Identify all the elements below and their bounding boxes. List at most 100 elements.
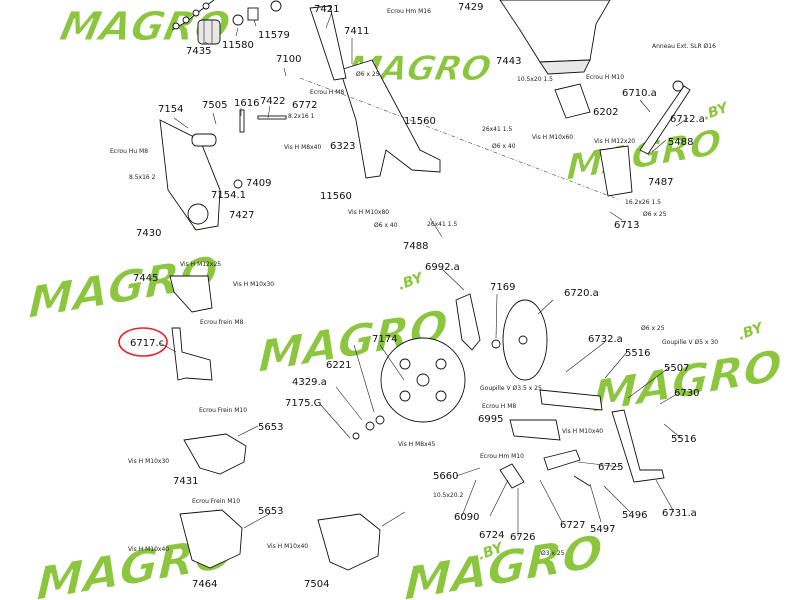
bracket-6202-part [554, 83, 591, 119]
parts-drawings [159, 0, 691, 571]
watermark-suffix: .BY [736, 319, 767, 343]
part-label: 6710.a [622, 88, 657, 99]
ring-part [672, 80, 684, 92]
lever-hub-part [187, 203, 209, 225]
watermark-suffix-text: .BY [736, 319, 767, 343]
part-label: 7431 [173, 476, 198, 487]
part-label: 7430 [136, 228, 161, 239]
magro-watermark-logo: MAGRO [565, 120, 722, 189]
part-label: Ecrou H M8 [310, 89, 344, 96]
highlighted-part-label: 6717.c [130, 338, 164, 349]
part-label: 16.2x26 1.5 [625, 199, 661, 206]
part-label: 5496 [622, 510, 647, 521]
watermark-suffix-text: .BY [701, 99, 732, 123]
part-label: 7154 [158, 104, 183, 115]
part-label: 10.5x20.2 [433, 492, 463, 499]
part-label: 6772 [292, 100, 317, 111]
part-label: 6727 [560, 520, 585, 531]
part-label: 7174 [372, 334, 397, 345]
part-label: 6724 [479, 530, 504, 541]
lever-6724-part [499, 463, 525, 489]
part-label: Ecrou Hm M16 [387, 8, 431, 15]
part-label: Vis H M10x30 [233, 281, 274, 288]
watermark-suffix-text: .BY [396, 269, 427, 293]
part-label: 10.5x20 1.5 [517, 76, 553, 83]
part-label: 4329.a [292, 377, 327, 388]
disk-7174-part [380, 337, 466, 423]
part-label: 7175.G [285, 398, 321, 409]
part-label: 11579 [258, 30, 290, 41]
washer-part [232, 14, 244, 26]
part-label: Ø6 x 25 [643, 211, 667, 218]
part-label: Vis H M12x25 [180, 261, 221, 268]
part-label: 5488 [668, 137, 693, 148]
part-label: Vis H M10x40 [562, 428, 603, 435]
part-label: 6992.a [425, 262, 460, 273]
part-label: Vis H M10x40 [128, 546, 169, 553]
part-6717c-drawing [171, 327, 213, 381]
part-label: 7169 [490, 282, 515, 293]
part-label: 7445 [133, 273, 158, 284]
part-label: 5653 [258, 422, 283, 433]
part-label: 6995 [478, 414, 503, 425]
part-label: 6725 [598, 462, 623, 473]
bushing-part [247, 7, 259, 21]
highlight-circle [118, 327, 168, 357]
part-label: Ø6 x 25 [356, 71, 380, 78]
watermark-text: MAGRO [566, 121, 722, 189]
washer-part [365, 421, 375, 431]
part-label: 8.2x16 1 [288, 113, 315, 120]
part-label: 6221 [326, 360, 351, 371]
part-label: 6720.a [564, 288, 599, 299]
part-label: 6713 [614, 220, 639, 231]
part-label: 5653 [258, 506, 283, 517]
part-label: Ø6 x 40 [492, 143, 516, 150]
part-label: 7429 [458, 2, 483, 13]
hopper-outlet-part [539, 59, 591, 75]
spring-6727-part [573, 475, 591, 487]
part-label: Ø6 x 25 [641, 325, 665, 332]
part-label: 6712.a [670, 114, 705, 125]
part-label: Vis H M10x40 [267, 543, 308, 550]
part-label: Ecrou Hu M8 [110, 148, 148, 155]
part-label: 8.5x16 2 [129, 174, 156, 181]
part-label: 7154.1 [211, 190, 246, 201]
part-label: Vis H M8x40 [284, 144, 321, 151]
part-label: 5516 [671, 434, 696, 445]
part-label: Goupille V Ø3.5 x 25 [480, 385, 542, 392]
leader-lines [173, 11, 689, 536]
part-label: 7464 [192, 579, 217, 590]
chain-part [171, 0, 215, 31]
part-label: 26x41 1.5 [482, 126, 512, 133]
part-label: 7421 [314, 4, 339, 15]
pin-7422-part [257, 115, 287, 120]
part-label: 6730 [674, 388, 699, 399]
part-label: 7100 [276, 54, 301, 65]
part-label: Ecrou H M10 [586, 74, 624, 81]
lever-6725-part [543, 449, 581, 471]
part-label: Ecrou Frein M10 [192, 498, 240, 505]
shield-7431-part [183, 433, 247, 475]
arm-6992a-part [455, 293, 481, 351]
part-label: Ecrou H M8 [482, 403, 516, 410]
sprocket-part [197, 19, 221, 45]
gear-small-part [233, 179, 243, 189]
washer-part [491, 339, 501, 349]
part-label: 11560 [404, 116, 436, 127]
part-label: 6090 [454, 512, 479, 523]
part-label: 6202 [593, 107, 618, 118]
ring-part [270, 0, 282, 12]
shield-7464-part [179, 509, 243, 569]
part-label: Vis H M12x20 [594, 138, 635, 145]
bracket-7487-part [599, 145, 633, 197]
part-label: Vis H M10x30 [128, 458, 169, 465]
part-label: 1616 [234, 98, 259, 109]
washer-part [352, 432, 360, 440]
part-label: 7504 [304, 579, 329, 590]
rod-6710-part [639, 85, 691, 155]
part-label: 11560 [320, 191, 352, 202]
disk-6720a-part [502, 299, 548, 381]
part-label: Goupille V Ø5 x 30 [662, 339, 718, 346]
part-label: 7422 [260, 96, 285, 107]
